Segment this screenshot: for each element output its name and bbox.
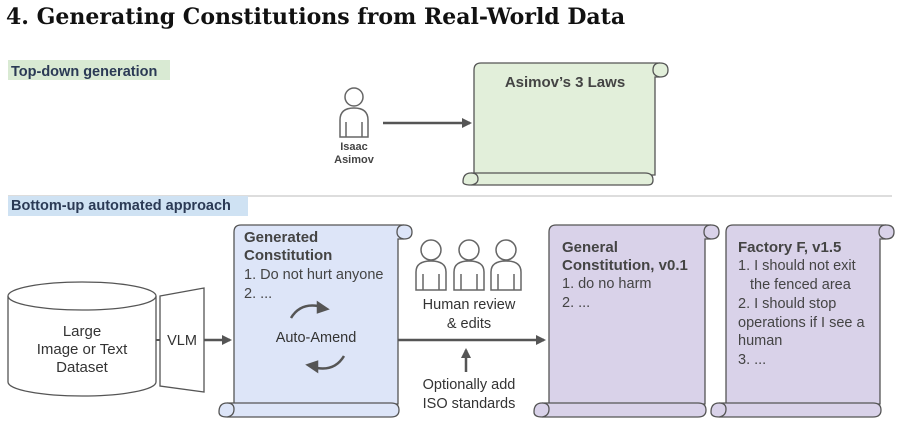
page-title: 4. Generating Constitutions from Real-Wo… (6, 4, 625, 30)
factory-title: Factory F, v1.5 (738, 239, 841, 256)
generated-title-line1: Generated (244, 229, 318, 246)
factory-body-line4: operations if I see a (738, 315, 865, 331)
section-label-top-down: Top-down generation (11, 64, 157, 80)
vlm-trapezoid (159, 287, 205, 393)
scroll-factory-f (710, 224, 895, 418)
factory-body-line3: 2. I should stop (738, 296, 836, 312)
factory-body-line2: the fenced area (750, 277, 852, 293)
scroll-asimov-title: Asimov’s 3 Laws (505, 74, 625, 91)
people-group-icon (415, 239, 522, 291)
person-label-line2: Asimov (334, 154, 375, 166)
general-title-line1: General (562, 239, 618, 256)
generated-body-line1: 1. Do not hurt anyone (244, 267, 383, 283)
person-label-line1: Isaac (340, 141, 368, 153)
generated-title-line2: Constitution (244, 247, 332, 264)
factory-body-line6: 3. ... (738, 352, 766, 368)
section-label-bottom-up: Bottom-up automated approach (11, 198, 231, 214)
person-icon-asimov (339, 87, 369, 138)
human-review-line2: & edits (447, 316, 491, 332)
scroll-general-constitution (533, 224, 720, 418)
human-review-line1: Human review (423, 297, 516, 313)
dataset-label-line1: Large (63, 323, 101, 340)
general-body-line2: 2. ... (562, 295, 590, 311)
dataset-label-line2: Image or Text (37, 341, 128, 358)
factory-body-line5: human (738, 333, 782, 349)
cycle-arrows-icon (289, 300, 346, 374)
scroll-asimov-laws (462, 62, 669, 186)
dataset-label-line3: Dataset (56, 359, 109, 376)
bottom-up-highlight (8, 196, 248, 216)
auto-amend-label: Auto-Amend (276, 330, 357, 346)
iso-label-line1: Optionally add (423, 377, 516, 393)
scroll-generated-constitution (218, 224, 413, 418)
generated-body-line2: 2. ... (244, 286, 272, 302)
top-down-highlight (8, 60, 170, 80)
dataset-cylinder (7, 281, 157, 397)
vlm-label: VLM (167, 333, 197, 349)
factory-body-line1: 1. I should not exit (738, 258, 856, 274)
iso-label-line2: ISO standards (423, 396, 516, 412)
general-title-line2: Constitution, v0.1 (562, 257, 688, 274)
general-body-line1: 1. do no harm (562, 276, 651, 292)
